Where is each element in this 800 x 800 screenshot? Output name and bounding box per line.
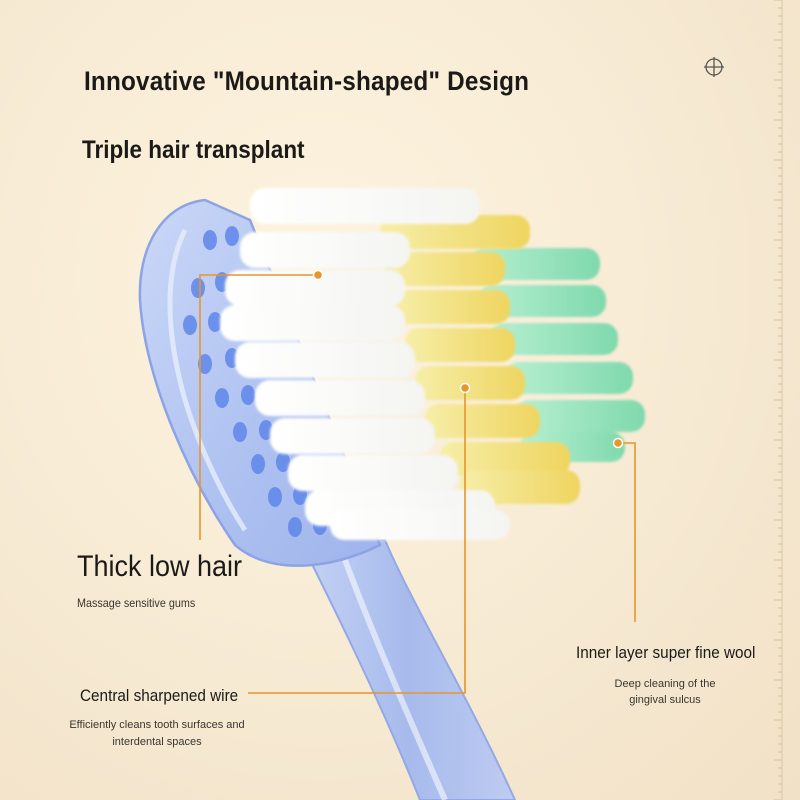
callout-dots (312, 269, 624, 449)
crosshair-target-icon (704, 57, 724, 77)
callout-dot-thick (312, 269, 324, 281)
headline: Innovative "Mountain-shaped" Design (84, 66, 530, 96)
feature-inner-layer-desc: Deep cleaning of the gingival sulcus (614, 678, 716, 706)
callout-inner-layer (618, 442, 636, 622)
callout-thick-low-hair (199, 274, 318, 540)
white-bristles (220, 188, 510, 540)
feature-central-wire-title: Central sharpened wire (80, 686, 239, 705)
callout-dot-central (459, 382, 471, 394)
feature-inner-layer-title: Inner layer super fine wool (576, 643, 756, 662)
callout-dot-inner (612, 437, 624, 449)
toothbrush-handle (298, 539, 517, 800)
ruler-scale (774, 0, 783, 800)
callout-lines (199, 274, 636, 694)
feature-thick-low-hair-desc: Massage sensitive gums (77, 596, 196, 610)
feature-central-wire-desc: Efficiently cleans tooth surfaces and in… (69, 719, 245, 748)
subheadline: Triple hair transplant (82, 136, 305, 164)
bristle-holes (183, 226, 327, 537)
callout-central-wire (248, 388, 466, 694)
feature-thick-low-hair-title: Thick low hair (77, 550, 243, 583)
